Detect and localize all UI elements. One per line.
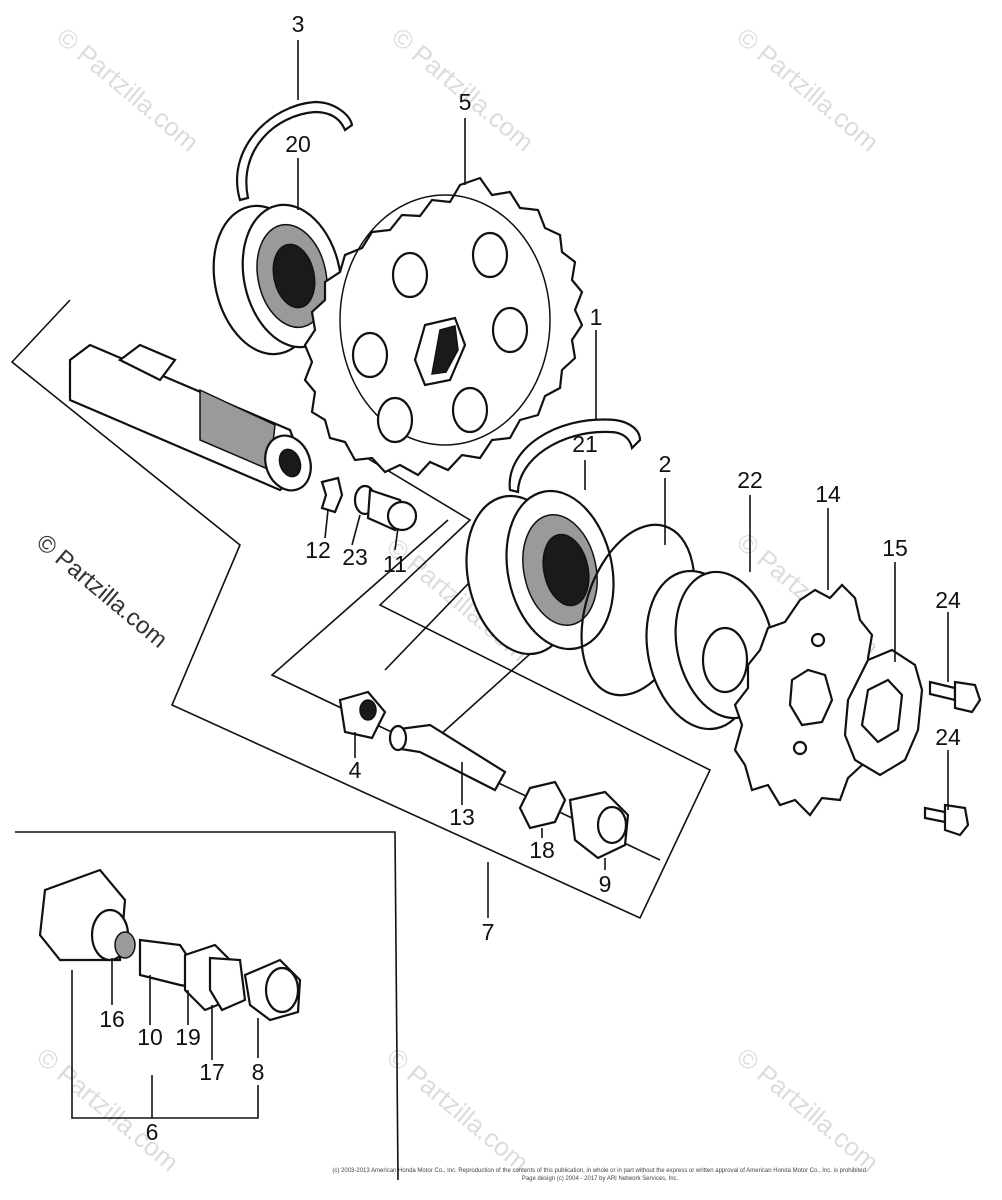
copyright-line-2: Page design (c) 2004 - 2017 by ARI Netwo… (522, 1176, 679, 1182)
gear-part-5 (303, 176, 584, 477)
bolt-part-24-lower (923, 803, 970, 837)
callout-1: 1 (590, 304, 603, 330)
watermark: © Partzilla.com (31, 529, 172, 654)
lock-washer-part-12 (320, 476, 344, 514)
watermark: © Partzilla.com (51, 22, 204, 158)
lock-washer-part-17 (208, 956, 247, 1012)
watermark: © Partzilla.com (31, 1042, 184, 1178)
callout-14: 14 (815, 481, 841, 507)
callout-2: 2 (659, 451, 672, 477)
wire-ring-part-1 (508, 418, 642, 494)
callout-4: 4 (349, 757, 362, 783)
wire-ring-part-3 (236, 100, 354, 202)
nut-part-9 (568, 790, 630, 860)
watermark: © Partzilla.com (381, 1042, 534, 1178)
callout-12: 12 (305, 537, 331, 563)
callout-23: 23 (342, 544, 368, 570)
callout-6: 6 (146, 1119, 159, 1145)
callout-9: 9 (599, 871, 612, 897)
callout-17: 17 (199, 1059, 225, 1085)
callout-18: 18 (529, 837, 555, 863)
sprocket-part-14 (733, 583, 880, 817)
callout-labels: 3 5 20 1 21 2 22 14 15 24 24 12 23 11 4 … (99, 11, 961, 1145)
callout-24-upper: 24 (935, 587, 961, 613)
callout-19: 19 (175, 1024, 201, 1050)
cap-nut-part-8 (243, 958, 302, 1022)
bolt-part-24-upper (928, 680, 982, 714)
callout-22: 22 (737, 467, 763, 493)
callout-7: 7 (482, 919, 495, 945)
callout-24-lower: 24 (935, 724, 961, 750)
callout-16: 16 (99, 1006, 125, 1032)
watermark: © Partzilla.com (731, 1042, 884, 1178)
callout-10: 10 (137, 1024, 163, 1050)
shaft-end-detail (38, 868, 136, 962)
lock-plate-part-15 (843, 648, 924, 777)
leader-lines (71, 40, 949, 1119)
callout-20: 20 (285, 131, 311, 157)
callout-21: 21 (572, 431, 598, 457)
assembly-7-outline (10, 299, 712, 920)
assembly-6-outline (15, 831, 399, 1181)
callout-8: 8 (252, 1059, 265, 1085)
callout-5: 5 (459, 89, 472, 115)
callout-13: 13 (449, 804, 475, 830)
copyright-line-1: (c) 2003-2013 American Honda Motor Co., … (332, 1168, 868, 1174)
collar-part-4 (338, 690, 387, 740)
stud-part-13 (388, 723, 507, 792)
callout-15: 15 (882, 535, 908, 561)
watermark: © Partzilla.com (731, 22, 884, 158)
bearing-part-21 (465, 489, 615, 656)
countershaft (68, 343, 312, 492)
bolt-part-11 (366, 488, 418, 532)
lock-washer-part-18 (518, 780, 567, 830)
callout-11: 11 (383, 551, 407, 577)
callout-3: 3 (292, 11, 305, 37)
